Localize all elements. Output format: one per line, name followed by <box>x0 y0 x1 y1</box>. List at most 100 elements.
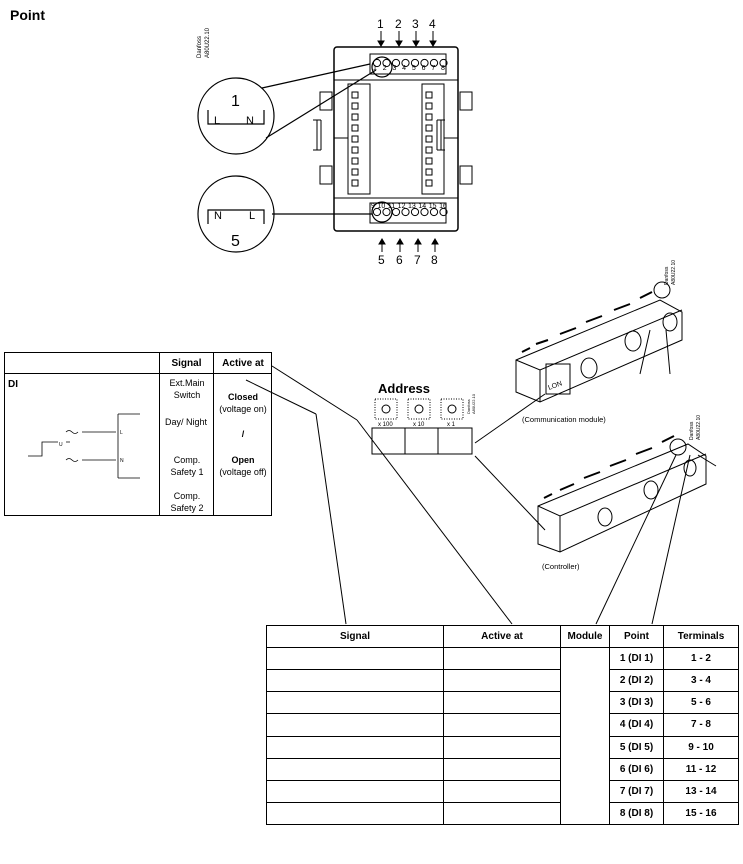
active-at-cell[interactable] <box>443 757 561 781</box>
address-stamp-brand: Danfoss <box>466 399 471 414</box>
signal-cell[interactable] <box>266 713 444 737</box>
signal-row-1: Ext.Main Switch <box>169 378 205 400</box>
pin-label: 12 <box>397 203 406 210</box>
active-row-2: / <box>241 429 245 439</box>
terminals-cell: 15 - 16 <box>663 801 739 826</box>
pin-label: 1 <box>373 65 377 72</box>
signal-cell[interactable] <box>266 669 444 693</box>
active-row-3-note: (voltage off) <box>219 467 267 477</box>
table-row: 6 (DI 6)11 - 12 <box>266 757 739 781</box>
table-row: 7 (DI 7)13 - 14 <box>266 779 739 803</box>
rail-slot <box>351 102 359 110</box>
terminal-pin <box>410 207 420 217</box>
circuit-label-u: U <box>59 442 63 448</box>
pin-label: 2 <box>382 65 387 72</box>
signal-cell[interactable] <box>266 735 444 759</box>
active-at-cell[interactable] <box>443 779 561 803</box>
main-table: Signal Active at Module Point Terminals … <box>266 625 739 826</box>
active-at-cell[interactable] <box>443 735 561 759</box>
module-cell[interactable] <box>560 647 610 825</box>
top-arrow-label: 3 <box>412 17 419 31</box>
active-at-cell[interactable] <box>443 691 561 715</box>
stamp-brand: Danfoss <box>197 36 203 58</box>
top-arrow-label: 4 <box>429 17 436 31</box>
terminals-cell: 1 - 2 <box>663 646 739 671</box>
di-circuit <box>28 413 140 479</box>
pin-label: 9 <box>371 203 375 210</box>
circle-bottom-number: 5 <box>231 233 240 250</box>
bottom-arrow-label: 7 <box>414 253 421 267</box>
pin-label: 7 <box>431 65 436 72</box>
circle-top-right: N <box>246 115 254 127</box>
terminal-pin <box>429 58 439 68</box>
rail-slot <box>425 157 433 165</box>
active-row-1: Closed <box>227 392 258 402</box>
main-table-header-row: Signal Active at Module Point Terminals <box>266 625 739 648</box>
terminals-cell: 13 - 14 <box>663 779 739 803</box>
point-cell: 7 (DI 7) <box>609 779 664 803</box>
terminals-cell: 5 - 6 <box>663 691 739 715</box>
page-title: Point <box>10 7 45 23</box>
table-row: 4 (DI 4)7 - 8 <box>266 713 739 737</box>
table-row: 8 (DI 8)15 - 16 <box>266 801 739 826</box>
signal-cell[interactable] <box>266 757 444 781</box>
signal-cell[interactable] <box>266 779 444 803</box>
pin-label: 14 <box>418 203 427 210</box>
top-arrow-label: 1 <box>377 17 384 31</box>
point-cell: 3 (DI 3) <box>609 691 664 715</box>
address-switches <box>371 398 473 455</box>
rail-slot <box>351 168 359 176</box>
stamp-code: A80U22.10 <box>205 27 211 58</box>
active-at-cell[interactable] <box>443 801 561 826</box>
circle-bottom-left: N <box>214 210 222 222</box>
header-active-at: Active at <box>443 625 561 648</box>
signal-cell[interactable] <box>266 646 444 671</box>
communication-label: (Communication module) <box>522 415 606 424</box>
leader-lines <box>245 365 513 625</box>
terminals-cell: 11 - 12 <box>663 757 739 781</box>
table-row: 5 (DI 5)9 - 10 <box>266 735 739 759</box>
rail-slot <box>425 91 433 99</box>
rail-slot <box>425 124 433 132</box>
signal-row-2: Day/ Night <box>164 417 208 427</box>
terminal-pin <box>382 58 391 68</box>
terminal-pin <box>401 207 410 217</box>
circle-bottom-right: L <box>249 210 255 222</box>
terminal-pin <box>439 207 448 217</box>
terminal-pin <box>439 58 448 68</box>
header-terminals: Terminals <box>663 625 739 648</box>
rail-slot <box>425 102 433 110</box>
pin-label: 4 <box>402 65 407 72</box>
address-title: Address <box>378 381 431 396</box>
terminals-cell: 9 - 10 <box>663 735 739 759</box>
terminal-pin <box>401 58 410 68</box>
controller-label: (Controller) <box>542 562 580 571</box>
terminals-cell: 3 - 4 <box>663 669 739 693</box>
pin-label: 16 <box>439 203 447 210</box>
rail-slot <box>351 91 359 99</box>
stamp-ctrl-code: A80U22.10 <box>696 415 702 440</box>
active-at-cell[interactable] <box>443 713 561 737</box>
terminal-pin <box>382 207 391 217</box>
point-cell: 4 (DI 4) <box>609 713 664 737</box>
top-arrow-label: 2 <box>395 17 402 31</box>
table-row: 3 (DI 3)5 - 6 <box>266 691 739 715</box>
stamp-comm-brand: Danfoss <box>664 266 670 285</box>
rail-slot <box>351 157 359 165</box>
pin-label: 13 <box>408 203 416 210</box>
table-row: 1 (DI 1)1 - 2 <box>266 646 739 825</box>
active-at-cell[interactable] <box>443 646 561 671</box>
signal-cell[interactable] <box>266 801 444 826</box>
rail-slot <box>351 135 359 143</box>
pin-label: 11 <box>387 203 396 210</box>
terminal-pin <box>391 58 401 68</box>
signal-cell[interactable] <box>266 691 444 715</box>
signal-table-header-line <box>5 373 271 374</box>
point-cell: 1 (DI 1) <box>609 646 664 671</box>
active-at-cell[interactable] <box>443 669 561 693</box>
terminal-pin <box>429 207 439 217</box>
stamp-ctrl-brand: Danfoss <box>689 421 695 440</box>
header-signal: Signal <box>266 625 444 648</box>
